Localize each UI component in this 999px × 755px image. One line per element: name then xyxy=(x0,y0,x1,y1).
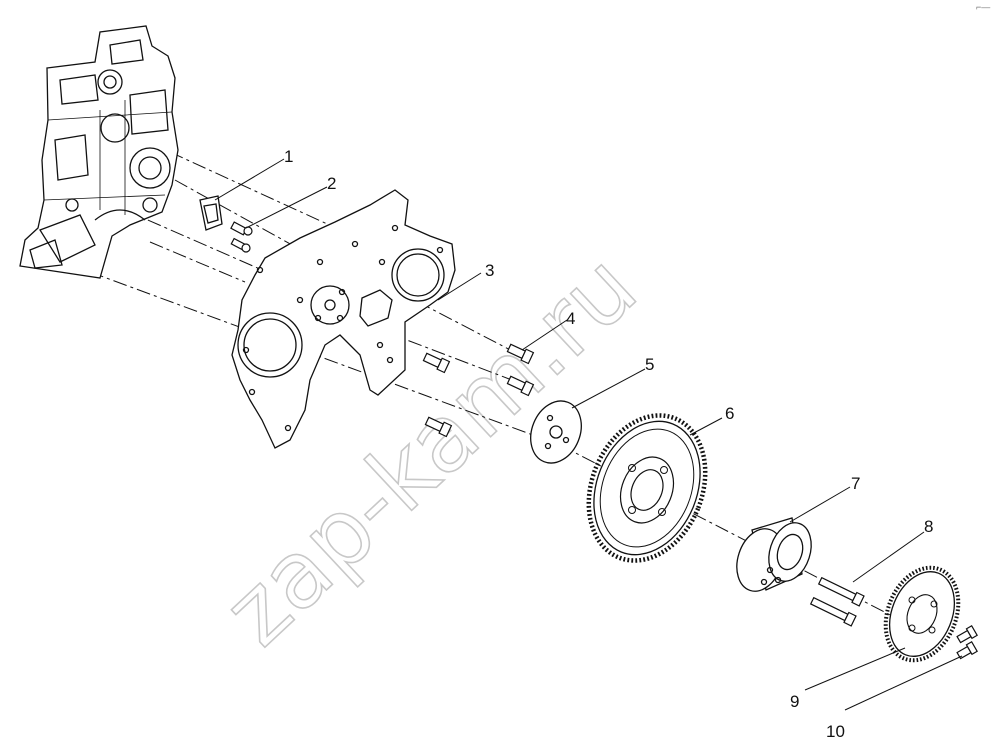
callout-6: 6 xyxy=(725,404,734,423)
part-6-large-gear xyxy=(586,413,708,563)
part-8-long-bolts xyxy=(809,576,865,627)
part-1-bracket xyxy=(199,195,223,231)
corner-mark: ⌐— xyxy=(976,2,990,12)
callout-2: 2 xyxy=(327,174,336,193)
part-4-bolts xyxy=(422,343,535,438)
part-9-small-gear xyxy=(883,565,961,663)
part-10-bolts xyxy=(956,624,978,660)
callout-3: 3 xyxy=(485,261,494,280)
engine-block xyxy=(19,25,179,279)
callout-4: 4 xyxy=(566,309,575,328)
callout-8: 8 xyxy=(924,517,933,536)
leader-lines xyxy=(214,158,963,711)
part-7-hub xyxy=(736,517,812,592)
callout-7: 7 xyxy=(851,474,860,493)
callout-9: 9 xyxy=(790,692,799,711)
callout-10: 10 xyxy=(826,722,845,741)
callout-1: 1 xyxy=(284,147,293,166)
part-5-thrust-washer xyxy=(530,400,582,464)
callout-5: 5 xyxy=(645,355,654,374)
callout-labels: 1 2 3 4 5 6 7 8 9 10 xyxy=(284,147,933,741)
part-3-cover-plate xyxy=(231,189,456,449)
